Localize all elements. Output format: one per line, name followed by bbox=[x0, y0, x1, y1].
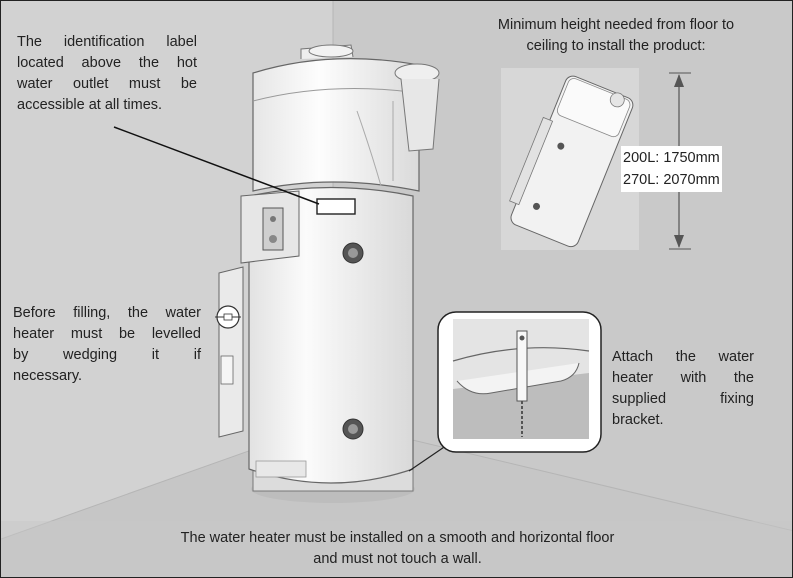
minimum-height-title: Minimum height needed from floor to ceil… bbox=[471, 15, 761, 57]
note-line: heater must be levelled bbox=[13, 326, 201, 342]
note-line: supplied fixing bbox=[612, 391, 754, 407]
note-line: The identification label bbox=[17, 34, 197, 50]
height-200l-label: 200L: 1750mm bbox=[621, 146, 722, 170]
note-line: heater with the bbox=[612, 370, 754, 386]
note-line: water outlet must be bbox=[17, 76, 197, 92]
water-heater bbox=[215, 44, 440, 503]
title-line: ceiling to install the product: bbox=[526, 38, 706, 54]
title-line: Minimum height needed from floor to bbox=[497, 17, 735, 33]
note-line: by wedging it if bbox=[13, 347, 201, 363]
identification-label-note: The identification label located above t… bbox=[17, 32, 197, 116]
floor-requirement-note: The water heater must be installed on a … bbox=[61, 528, 734, 570]
note-line: bracket. bbox=[612, 412, 664, 428]
identification-label-marker bbox=[316, 198, 356, 215]
floor-caption-band bbox=[1, 521, 792, 577]
levelling-note: Before filling, the water heater must be… bbox=[13, 303, 201, 387]
floor-note-line: The water heater must be installed on a … bbox=[180, 530, 615, 546]
note-line: Before filling, the water bbox=[13, 305, 201, 321]
fixing-bracket-note: Attach the water heater with the supplie… bbox=[612, 347, 754, 431]
floor-note-line: and must not touch a wall. bbox=[313, 551, 482, 567]
note-line: located above the hot bbox=[17, 55, 197, 71]
label-leader-line bbox=[113, 126, 320, 205]
note-line: necessary. bbox=[13, 368, 83, 384]
note-line: Attach the water bbox=[612, 349, 754, 365]
tilted-heater-photo bbox=[501, 68, 639, 250]
bracket-inset bbox=[437, 311, 602, 453]
height-270l-label: 270L: 2070mm bbox=[621, 168, 722, 192]
note-line: accessible at all times. bbox=[17, 97, 163, 113]
